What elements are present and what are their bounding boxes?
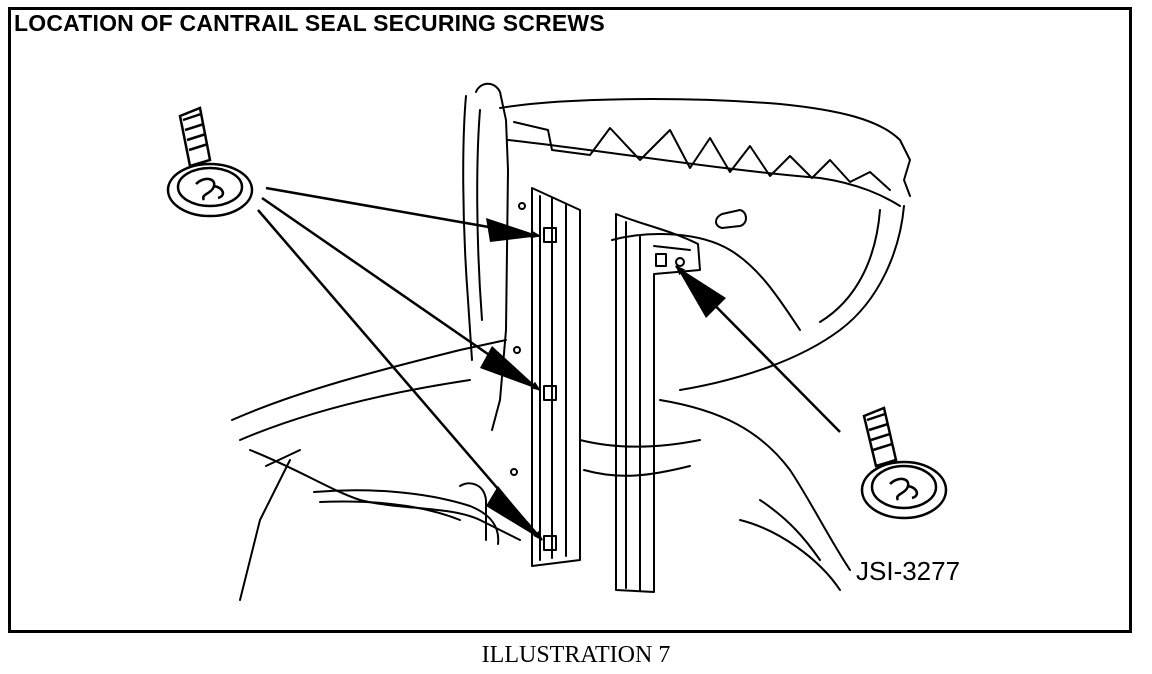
arrow-heads: [480, 218, 726, 540]
body-panel: [611, 205, 905, 391]
b-pillar-outline: [462, 82, 509, 431]
door-sill: [231, 339, 521, 601]
front-seal-channel: [506, 187, 581, 567]
arrow-lower-screw: [257, 209, 543, 541]
figure-caption: ILLUSTRATION 7: [481, 642, 671, 668]
callout-arrows: [257, 186, 841, 541]
interior-contours: [579, 399, 851, 591]
reference-code: JSI-3277: [856, 556, 961, 586]
rear-seal-channel: [615, 213, 701, 593]
figure-title: LOCATION OF CANTRAIL SEAL SECURING SCREW…: [14, 10, 605, 36]
screw-icon: [860, 406, 948, 520]
screw-icon: [166, 106, 254, 218]
roof-trim: [499, 98, 911, 207]
